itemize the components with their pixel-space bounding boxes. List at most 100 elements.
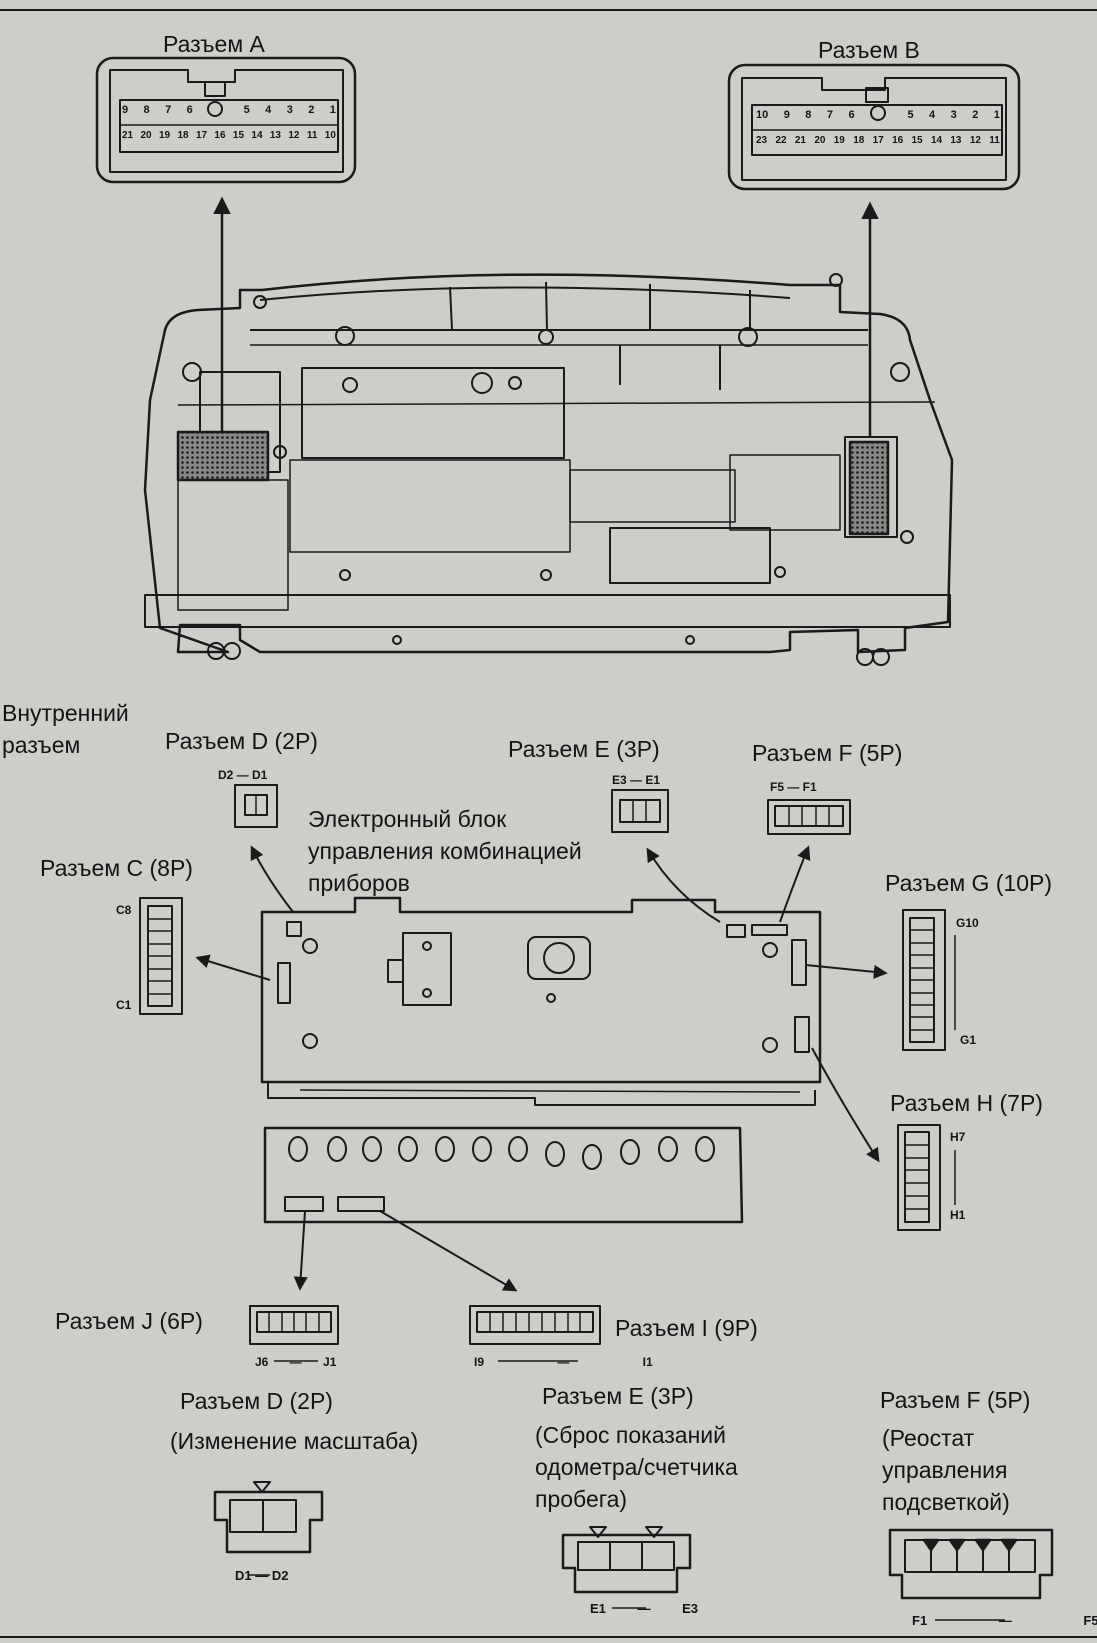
connector-i-label: Разъем I (9P) (615, 1315, 758, 1341)
pin-label: 13 (269, 130, 281, 141)
connector-f (767, 799, 851, 835)
pin-label: 18 (177, 130, 189, 141)
detail-e-desc: (Сброс показаний одометра/счетчика пробе… (535, 1422, 738, 1512)
pin-label: 3 (286, 104, 293, 116)
detail-connector-f (888, 1528, 1054, 1600)
detail-d-title: Разъем D (2P) (180, 1388, 333, 1414)
detail-f-desc: (Реостат управления подсветкой) (882, 1425, 1010, 1515)
pin-label: 19 (158, 130, 171, 141)
combination-meter-body (143, 273, 954, 666)
pin-label: 20 (814, 135, 826, 146)
connector-e (611, 789, 669, 833)
arrow-to-connector-j (293, 1210, 308, 1291)
connector-b-pins-top: 10 9 8 7 6 5 4 3 2 1 (756, 109, 1000, 121)
connector-j-label: Разъем J (6P) (55, 1308, 203, 1334)
pin-label: 8 (143, 104, 150, 116)
arrow-to-connector-e (646, 847, 721, 923)
connector-a-label: Разъем A (163, 31, 265, 57)
connector-d-pins: D2 — D1 (218, 768, 268, 782)
connector-b (727, 63, 1021, 191)
connector-f-label: Разъем F (5P) (752, 740, 903, 766)
connector-g-pin-top: G10 (956, 916, 979, 930)
pin-label: 15 (232, 130, 245, 141)
connector-c-pin-bottom: C1 (116, 998, 132, 1012)
detail-connector-d (213, 1481, 324, 1554)
pin-label: 11 (306, 130, 318, 141)
connector-a-pins-bottom: 21 20 19 18 17 16 15 14 13 12 11 10 (122, 130, 336, 141)
connector-b-pins-bottom: 23 22 21 20 19 18 17 16 15 14 13 12 11 (756, 135, 1000, 146)
pin-label: 4 (929, 109, 936, 121)
connector-e-label: Разъем E (3P) (508, 736, 660, 762)
detail-f-pins: F1 — F5 (912, 1613, 1097, 1628)
pin-label: 5 (243, 104, 250, 116)
connector-e-pins: E3 — E1 (612, 773, 661, 787)
pin-label: 3 (950, 109, 957, 121)
connector-b-label: Разъем B (818, 37, 920, 63)
detail-connector-e (561, 1526, 692, 1594)
connector-j-pins: J6 — J1 (255, 1355, 337, 1369)
pin-label: 20 (140, 130, 152, 141)
connector-c-pin-top: C8 (116, 903, 132, 917)
pin-label: 18 (853, 135, 865, 146)
connector-h-pin-top: H7 (950, 1130, 966, 1144)
connector-g (902, 909, 956, 1051)
detail-d-pins: D1 — D2 (235, 1568, 289, 1583)
pin-label: 7 (826, 109, 833, 121)
connector-g-label: Разъем G (10P) (885, 870, 1053, 896)
pin-label: 16 (214, 130, 226, 141)
pin-label: 5 (907, 109, 914, 121)
pin-label: 4 (265, 104, 272, 116)
detail-e-title: Разъем E (3P) (542, 1383, 694, 1409)
meter-lower-board (263, 1126, 744, 1224)
connector-d (234, 784, 278, 828)
pin-label: 14 (930, 135, 943, 146)
pin-label: 19 (833, 135, 845, 146)
pin-label: 8 (805, 109, 812, 121)
pin-label: 10 (756, 109, 769, 121)
pin-label (870, 109, 892, 121)
pin-label: 13 (950, 135, 962, 146)
pin-label: 2 (308, 104, 315, 116)
detail-e-pins: E1 — E3 (590, 1601, 699, 1616)
arrow-to-connector-c (195, 954, 271, 981)
pin-label: 12 (288, 130, 300, 141)
pin-label: 10 (324, 130, 336, 141)
internal-connector-label: Внутренний разъем (2, 700, 129, 758)
connector-h-pin-bottom: H1 (950, 1208, 966, 1222)
connector-h (897, 1124, 956, 1231)
arrow-to-connector-f (779, 845, 811, 923)
pin-label: 21 (122, 130, 134, 141)
connector-i (469, 1305, 601, 1345)
connector-i-pins: I9 — I1 (474, 1355, 653, 1369)
connector-g-pin-bottom: G1 (960, 1033, 977, 1047)
connector-j (249, 1305, 339, 1345)
connector-a (95, 56, 357, 184)
pin-label: 6 (186, 104, 193, 116)
arrow-to-connector-d (250, 845, 294, 913)
connector-f-pins: F5 — F1 (770, 780, 817, 794)
pin-label: 15 (911, 135, 923, 146)
connector-d-label: Разъем D (2P) (165, 728, 318, 754)
pin-label: 16 (892, 135, 904, 146)
pin-label: 23 (756, 135, 768, 146)
pin-label: 7 (165, 104, 172, 116)
pin-label: 21 (794, 135, 806, 146)
pin-label: 2 (972, 109, 979, 121)
pin-label: 22 (775, 135, 787, 146)
connector-h-label: Разъем H (7P) (890, 1090, 1043, 1116)
pin-label: 11 (989, 135, 1000, 146)
pin-label (208, 104, 228, 116)
pin-label: 17 (195, 130, 208, 141)
connector-a-pins-top: 9 8 7 6 5 4 3 2 1 (122, 104, 336, 116)
pin-label: 9 (783, 109, 790, 121)
pin-label: 6 (848, 109, 855, 121)
meter-ecu-board (260, 896, 822, 1106)
pin-label: 14 (251, 130, 263, 141)
pin-label: 12 (969, 135, 981, 146)
pin-label: 1 (993, 109, 1000, 121)
connector-c (139, 897, 183, 1015)
arrow-to-connector-g (805, 964, 888, 979)
arrow-to-connector-h (811, 1047, 880, 1163)
pin-label: 1 (329, 104, 336, 116)
